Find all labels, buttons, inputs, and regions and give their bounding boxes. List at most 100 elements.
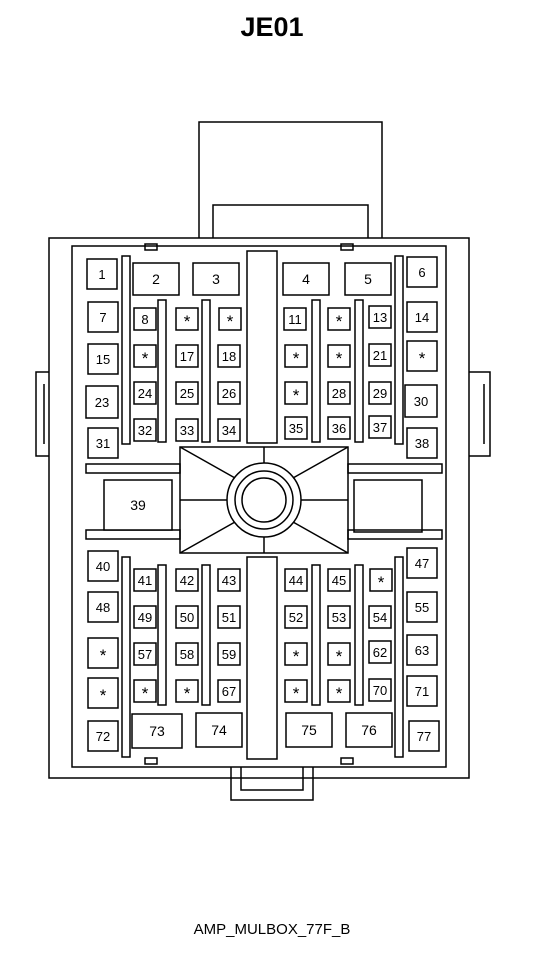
left-lock-ear	[35, 371, 49, 457]
cavity-box-2	[132, 262, 180, 296]
cavity-number: 55	[415, 600, 429, 615]
cavity-number: 24	[138, 386, 152, 401]
cavity-number: 62	[373, 645, 387, 660]
cavity-number: 31	[96, 436, 110, 451]
empty-cavity-mark: *	[378, 573, 385, 592]
cavity-box-35	[284, 416, 308, 440]
empty-cavity-mark: *	[336, 684, 343, 703]
empty-cavity-box	[284, 344, 308, 368]
empty-cavity-mark: *	[336, 312, 343, 331]
cavity-number: 37	[373, 420, 387, 435]
cavity-box-75	[285, 712, 333, 748]
cavity-box-43	[217, 568, 241, 592]
cavity-box-55	[406, 591, 438, 623]
empty-cavity-box	[327, 344, 351, 368]
empty-cavity-box	[369, 568, 393, 592]
cavity-box-40	[87, 550, 119, 582]
cavity-box-13	[368, 305, 392, 329]
cavity-number: 30	[414, 394, 428, 409]
cavity-box-26	[217, 381, 241, 405]
empty-cavity-mark: *	[142, 684, 149, 703]
cavity-box-51	[217, 605, 241, 629]
cavity-number: 75	[301, 722, 317, 738]
cavity-box-63	[406, 634, 438, 666]
cavity-number: 7	[99, 310, 106, 325]
housing-outline	[48, 237, 470, 779]
empty-cavity-mark: *	[336, 349, 343, 368]
cavity-number: 40	[96, 559, 110, 574]
cavity-box-30	[404, 384, 438, 418]
cavity-number: 13	[373, 310, 387, 325]
empty-cavity-mark: *	[293, 386, 300, 405]
cavity-number: 6	[418, 265, 425, 280]
cavity-box-6	[406, 256, 438, 288]
cavity-box-77	[408, 720, 440, 752]
blank-block	[353, 479, 423, 533]
cavity-box-31	[87, 427, 119, 459]
cavity-number: 21	[373, 348, 387, 363]
cavity-box-48	[87, 591, 119, 623]
cavity-box-42	[175, 568, 199, 592]
empty-cavity-box	[327, 642, 351, 666]
cavity-box-50	[175, 605, 199, 629]
cavity-number: 15	[96, 352, 110, 367]
empty-cavity-mark: *	[100, 646, 107, 665]
cavity-box-15	[87, 343, 119, 375]
empty-cavity-box	[284, 381, 308, 405]
cavity-number: 4	[302, 271, 310, 287]
cavity-number: 18	[222, 349, 236, 364]
top-latch	[198, 121, 383, 238]
cavity-number: 77	[417, 729, 431, 744]
cavity-box-33	[175, 418, 199, 442]
cavity-box-11	[283, 307, 307, 331]
empty-cavity-mark: *	[184, 684, 191, 703]
cavity-number: 57	[138, 647, 152, 662]
cavity-number: 63	[415, 643, 429, 658]
cavity-number: 67	[222, 684, 236, 699]
cavity-number: 45	[332, 573, 346, 588]
cavity-box-72	[87, 720, 119, 752]
cavity-box-53	[327, 605, 351, 629]
cavity-number: 48	[96, 600, 110, 615]
cavity-box-3	[192, 262, 240, 296]
cavity-box-44	[284, 568, 308, 592]
empty-cavity-box	[284, 642, 308, 666]
cavity-box-18	[217, 344, 241, 368]
empty-cavity-mark: *	[293, 349, 300, 368]
empty-cavity-mark: *	[142, 349, 149, 368]
cavity-box-36	[327, 416, 351, 440]
cavity-number: 51	[222, 610, 236, 625]
cavity-number: 47	[415, 556, 429, 571]
empty-cavity-box	[284, 679, 308, 703]
cavity-box-25	[175, 381, 199, 405]
empty-cavity-box	[406, 340, 438, 372]
connector-housing	[35, 121, 491, 801]
cavity-box-4	[282, 262, 330, 296]
connector-title: JE01	[240, 12, 304, 42]
cavity-box-29	[368, 381, 392, 405]
cavity-box-39	[103, 479, 173, 531]
cavity-box-57	[133, 642, 157, 666]
cavity-box-34	[217, 418, 241, 442]
cavity-number: 52	[289, 610, 303, 625]
empty-cavity-box	[87, 637, 119, 669]
empty-cavity-mark: *	[336, 647, 343, 666]
cavity-box-37	[368, 415, 392, 439]
cavity-box-38	[406, 427, 438, 459]
cavity-number: 11	[288, 312, 302, 327]
cavity-number: 38	[415, 436, 429, 451]
empty-cavity-box	[327, 307, 351, 331]
cavity-number: 32	[138, 423, 152, 438]
cavity-number: 71	[415, 684, 429, 699]
cavity-box-14	[406, 301, 438, 333]
cavity-number: 8	[141, 312, 148, 327]
cavity-box-67	[217, 679, 241, 703]
cavity-number: 70	[373, 683, 387, 698]
cavity-number: 58	[180, 647, 194, 662]
cavity-box-32	[133, 418, 157, 442]
cavity-box-24	[133, 381, 157, 405]
cavity-number: 73	[149, 723, 165, 739]
cavity-box-49	[133, 605, 157, 629]
cavity-box-21	[368, 343, 392, 367]
